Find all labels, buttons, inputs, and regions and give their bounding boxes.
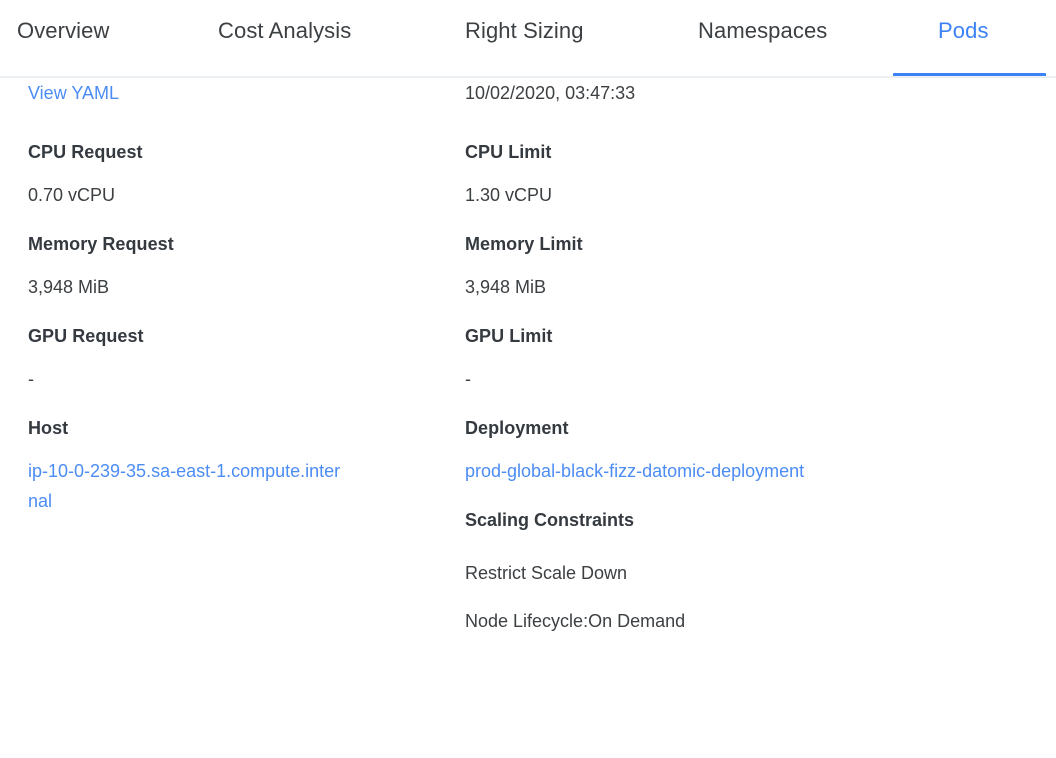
field-gpu-limit: GPU Limit - [465, 324, 843, 394]
tab-overview[interactable]: Overview [17, 18, 110, 43]
field-label: CPU Limit [465, 142, 552, 162]
constraint-item: Restrict Scale Down [465, 563, 628, 583]
field-value: 3,948 MiB [465, 277, 547, 297]
tab-right-sizing[interactable]: Right Sizing [465, 18, 584, 43]
field-label: CPU Request [28, 142, 143, 162]
field-host: Host ip-10-0-239-35.sa-east-1.compute.in… [28, 416, 348, 516]
tab-cost-analysis[interactable]: Cost Analysis [218, 18, 352, 43]
detail-column-left: View YAML CPU Request 0.70 vCPU Memory R… [28, 78, 348, 538]
field-memory-limit: Memory Limit 3,948 MiB [465, 232, 843, 302]
field-label: GPU Request [28, 326, 144, 346]
field-value: 3,948 MiB [28, 277, 110, 297]
tab-pods[interactable]: Pods [938, 18, 989, 43]
active-tab-indicator [893, 73, 1046, 77]
tab-bar: Overview Cost Analysis Right Sizing Name… [0, 0, 1056, 78]
field-memory-request: Memory Request 3,948 MiB [28, 232, 348, 302]
host-link[interactable]: ip-10-0-239-35.sa-east-1.compute.interna… [28, 461, 341, 511]
deployment-link[interactable]: prod-global-black-fizz-datomic-deploymen… [465, 461, 805, 481]
field-label: Memory Limit [465, 234, 583, 254]
field-cpu-limit: CPU Limit 1.30 vCPU [465, 140, 843, 210]
pod-timestamp: 10/02/2020, 03:47:33 [465, 83, 636, 103]
view-yaml-link[interactable]: View YAML [28, 83, 120, 103]
field-gpu-request: GPU Request - [28, 324, 348, 394]
field-label: Host [28, 418, 69, 438]
field-label: Deployment [465, 418, 569, 438]
field-cpu-request: CPU Request 0.70 vCPU [28, 140, 348, 210]
field-label: GPU Limit [465, 326, 553, 346]
field-deployment: Deployment prod-global-black-fizz-datomi… [465, 416, 843, 486]
field-value: 0.70 vCPU [28, 185, 116, 205]
tab-bar-divider [0, 76, 1056, 78]
field-value: 1.30 vCPU [465, 185, 553, 205]
field-value: - [465, 369, 471, 389]
timestamp-row: 10/02/2020, 03:47:33 [465, 78, 843, 108]
section-scaling-constraints: Scaling Constraints Restrict Scale Down … [465, 508, 843, 636]
scaling-constraints-label: Scaling Constraints [465, 510, 635, 530]
detail-column-right: 10/02/2020, 03:47:33 CPU Limit 1.30 vCPU… [465, 78, 843, 658]
view-yaml-row: View YAML [28, 78, 348, 108]
tab-namespaces[interactable]: Namespaces [698, 18, 828, 43]
field-value: - [28, 369, 34, 389]
constraint-item: Node Lifecycle:On Demand [465, 611, 686, 631]
field-label: Memory Request [28, 234, 174, 254]
